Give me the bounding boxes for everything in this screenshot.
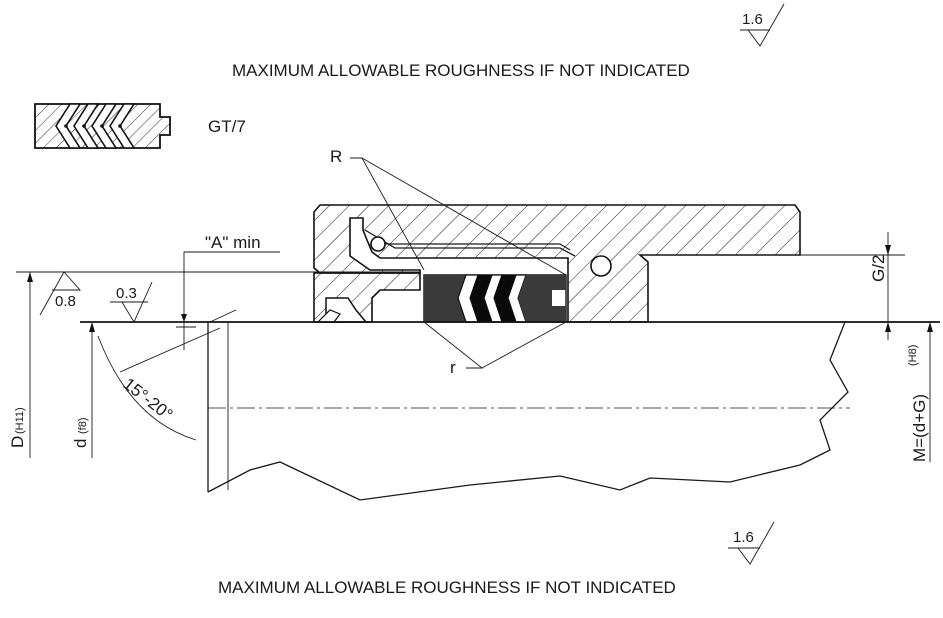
label-R: R [330,147,342,166]
label-a-min: "A" min [205,233,261,252]
a-min-dimension: "A" min [176,233,280,350]
top-roughness-value: 1.6 [742,11,763,28]
radius-leaders: R r [330,147,567,377]
roughness-08-symbol: 0.8 [39,271,82,316]
roughness-03-symbol: 0.3 [110,281,153,323]
gland-ring [313,272,421,323]
chamfer-angle-dimension: 15°-20° [97,327,221,441]
D-dimension: D (H11) [8,272,33,458]
bottom-roughness-note: MAXIMUM ALLOWABLE ROUGHNESS IF NOT INDIC… [218,578,676,597]
profile-code: GT/7 [208,117,246,136]
profile-icon [34,103,171,149]
bottom-roughness-symbol: 1.6 [728,521,775,565]
label-roughness-08: 0.8 [55,293,76,310]
label-roughness-03: 0.3 [116,285,137,302]
label-d-tolerance: (f8) [77,418,89,435]
label-M: M=(d+G) [910,394,929,462]
rod [80,321,940,501]
label-M-tolerance: (H8) [907,345,919,366]
label-G-half: G/2 [869,255,888,282]
label-D: D [8,436,27,448]
G-half-dimension: G/2 [869,232,891,340]
label-D-tolerance: (H11) [14,407,26,434]
top-roughness-note: MAXIMUM ALLOWABLE ROUGHNESS IF NOT INDIC… [232,61,690,80]
label-angle: 15°-20° [120,374,177,424]
bottom-roughness-value: 1.6 [733,529,754,546]
label-d: d [71,439,90,448]
top-roughness-symbol: 1.6 [740,3,785,47]
M-dimension: M=(d+G) (H8) [907,322,933,462]
extension-lines [16,254,905,323]
d-dimension: d (f8) [71,322,95,458]
label-r: r [450,358,456,377]
seal-stack [423,274,567,323]
